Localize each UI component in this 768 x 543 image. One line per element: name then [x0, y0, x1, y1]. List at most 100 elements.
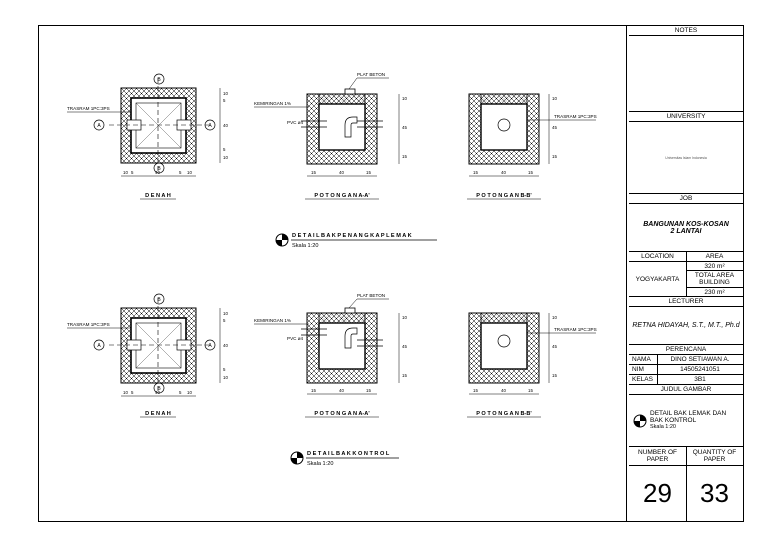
- number-of-paper-value: 29: [629, 465, 686, 521]
- plan-dim-h: 5: [179, 170, 182, 175]
- plan-dim-h: 10: [187, 170, 192, 175]
- aa-dim-v: 45: [402, 125, 407, 130]
- marker-b-top: B: [157, 77, 161, 83]
- marker-a-right: A: [208, 343, 212, 349]
- bb-dim-v: 45: [552, 125, 557, 130]
- plan-dim-h: 5: [179, 390, 182, 395]
- aa-dim-h: 15: [366, 388, 371, 393]
- marker-a-left: A: [97, 343, 101, 349]
- location-value: YOGYAKARTA: [629, 262, 686, 297]
- detail-2-title: D E T A I L B A K K O N T R O L Skala 1:…: [290, 451, 399, 467]
- plan-dim-h: 40: [155, 390, 160, 395]
- bb-dim-v: 45: [552, 344, 557, 349]
- plan-dim-v: 10: [223, 91, 228, 96]
- marker-b-bottom: B: [157, 386, 161, 392]
- nim-value: 14505241051: [657, 365, 743, 375]
- nim-label: NIM: [629, 365, 657, 375]
- university-header: UNIVERSITY: [629, 112, 743, 122]
- job-title: BANGUNAN KOS-KOSAN 2 LANTAI: [629, 204, 743, 252]
- plan-dim-v: 5: [223, 147, 226, 152]
- judul-header: JUDUL GAMBAR: [629, 385, 743, 395]
- nama-value: DINO SETIAWAN A.: [657, 355, 743, 365]
- aa-dim-v: 10: [402, 96, 407, 101]
- aa-dim-v: 15: [402, 154, 407, 159]
- plan-trasram-label: TRASRAM 1PC:3PS: [67, 322, 110, 327]
- judul-line-2: BAK KONTROL: [650, 417, 697, 424]
- plan-dim-h: 10: [123, 390, 128, 395]
- aa-caption: P O T O N G A N A-A': [314, 193, 370, 199]
- bb-dim-h: 40: [501, 388, 506, 393]
- bb-caption: P O T O N G A N B-B': [476, 411, 532, 417]
- plan-dim-v: 10: [223, 155, 228, 160]
- kelas-value: 3B1: [657, 375, 743, 385]
- plan-view: A A B B TRASRAM 1PC:3PS 10 5 40 5: [67, 73, 228, 200]
- aa-dim-h: 15: [311, 170, 316, 175]
- university-logo: Universitas Islam Indonesia: [629, 122, 743, 194]
- quantity-of-paper-label: QUANTITY OF PAPER: [692, 449, 737, 463]
- section-aa: PLAT BETON KEMIRINGAN 1% PVC ø4 10 45 15…: [254, 72, 407, 200]
- plan-view-2: A A B B TRASRAM 1PC:3PS 10 5 40 5 10: [67, 293, 228, 418]
- aa-pvc-label: PVC ø4: [287, 336, 304, 341]
- bb-dim-v: 10: [552, 315, 557, 320]
- aa-kemiringan-label: KEMIRINGAN 1%: [254, 101, 291, 106]
- title-block: NOTES UNIVERSITY Universitas Islam Indon…: [629, 26, 743, 521]
- section-symbol-icon: [633, 414, 647, 427]
- detail-1-scale: Skala 1:20: [292, 243, 318, 249]
- bb-dim-h: 40: [501, 170, 506, 175]
- total-area-value: 230 m²: [686, 288, 743, 297]
- judul-content: DETAIL BAK LEMAK DAN BAK KONTROL Skala 1…: [629, 395, 743, 447]
- marker-b-top: B: [157, 297, 161, 303]
- aa-plat-beton-label: PLAT BETON: [357, 293, 385, 298]
- plan-dim-v: 40: [223, 123, 228, 128]
- plan-dim-v: 10: [223, 375, 228, 380]
- detail-2-title-text: D E T A I L B A K K O N T R O L: [307, 451, 390, 457]
- bb-dim-v: 10: [552, 96, 557, 101]
- area-label: AREA: [686, 252, 743, 262]
- perencana-header: PERENCANA: [629, 345, 743, 355]
- aa-dim-h: 15: [311, 388, 316, 393]
- bb-dim-h: 15: [473, 388, 478, 393]
- bb-trasram-label: TRASRAM 1PC:3PS: [554, 327, 597, 332]
- plan-dim-v: 5: [223, 318, 226, 323]
- kelas-label: KELAS: [629, 375, 657, 385]
- plan-dim-v: 10: [223, 311, 228, 316]
- aa-dim-h: 40: [339, 388, 344, 393]
- marker-b-bottom: B: [157, 166, 161, 172]
- aa-dim-h: 40: [339, 170, 344, 175]
- plan-dim-h: 5: [131, 170, 134, 175]
- job-header: JOB: [629, 194, 743, 204]
- detail-1-title-text: D E T A I L B A K P E N A N G K A P L E …: [292, 233, 412, 239]
- detail-2-scale: Skala 1:20: [307, 461, 333, 467]
- detail-2: A A B B TRASRAM 1PC:3PS 10 5 40 5 10: [67, 293, 597, 467]
- section-aa-2: PLAT BETON KEMIRINGAN 1% PVC ø4 10 45 15…: [254, 293, 407, 418]
- bb-dim-v: 15: [552, 373, 557, 378]
- plan-dim-h: 40: [155, 170, 160, 175]
- bb-trasram-label: TRASRAM 1PC:3PS: [554, 114, 597, 119]
- aa-pvc-label: PVC ø4: [287, 120, 304, 125]
- total-area-label: TOTAL AREA BUILDING: [686, 271, 743, 288]
- bb-dim-v: 15: [552, 154, 557, 159]
- marker-a-left: A: [97, 123, 101, 129]
- notes-area: [629, 36, 743, 112]
- nama-label: NAMA: [629, 355, 657, 365]
- drawing-area: A A B B TRASRAM 1PC:3PS 10 5 40 5: [39, 26, 627, 521]
- bb-dim-h: 15: [473, 170, 478, 175]
- section-bb: TRASRAM 1PC:3PS 10 45 15 15 40 15 P O T …: [467, 93, 597, 200]
- drawing-sheet: A A B B TRASRAM 1PC:3PS 10 5 40 5: [38, 25, 744, 522]
- area-value: 320 m²: [686, 262, 743, 271]
- detail-1: A A B B TRASRAM 1PC:3PS 10 5 40 5: [67, 72, 597, 249]
- plan-dim-h: 10: [187, 390, 192, 395]
- number-of-paper-label: NUMBER OF PAPER: [638, 449, 677, 463]
- aa-dim-v: 15: [402, 373, 407, 378]
- plan-dim-v: 5: [223, 367, 226, 372]
- plan-dim-v: 5: [223, 98, 226, 103]
- location-label: LOCATION: [629, 252, 686, 262]
- plan-dim-v: 40: [223, 343, 228, 348]
- drawing-canvas: A A B B TRASRAM 1PC:3PS 10 5 40 5: [67, 72, 597, 467]
- bb-dim-h: 15: [528, 388, 533, 393]
- bb-caption: P O T O N G A N B-B': [476, 193, 532, 199]
- aa-dim-h: 15: [366, 170, 371, 175]
- aa-plat-beton-label: PLAT BETON: [357, 72, 385, 77]
- notes-header: NOTES: [629, 26, 743, 36]
- plan-dim-h: 5: [131, 390, 134, 395]
